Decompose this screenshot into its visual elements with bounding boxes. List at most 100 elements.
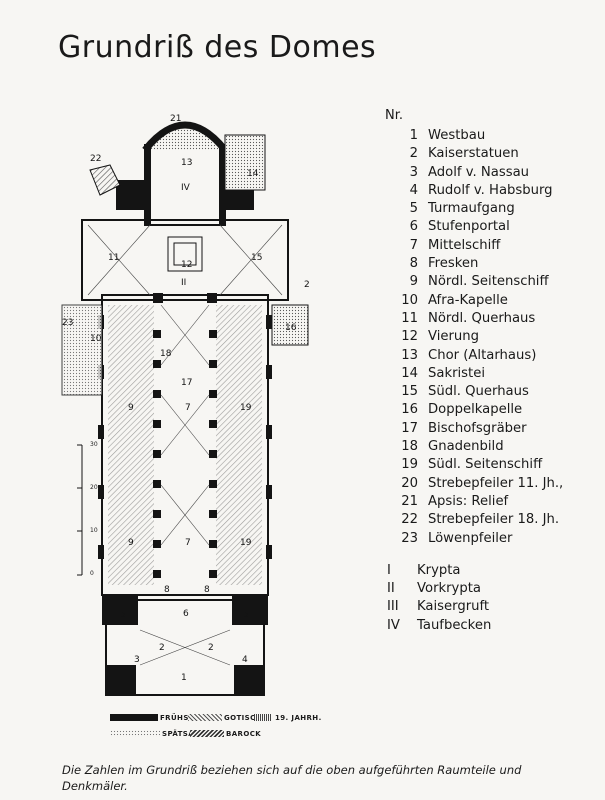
svg-text:14: 14 (247, 169, 259, 179)
legend-item-number: 7 (409, 237, 418, 253)
legend-item-number: 13 (401, 347, 418, 363)
svg-text:19: 19 (240, 403, 252, 413)
svg-text:7: 7 (185, 538, 191, 548)
legend-item: 10 Afra-Kapelle (385, 292, 595, 310)
svg-text:IV: IV (181, 183, 191, 193)
legend-roman-number: III (387, 599, 399, 615)
svg-text:15: 15 (251, 253, 262, 263)
legend-item-label: Bischofsgräber (428, 420, 527, 436)
svg-text:2: 2 (208, 643, 214, 653)
legend-item-label: Nördl. Seitenschiff (428, 274, 549, 290)
legend-item-number: 12 (401, 329, 418, 345)
key-label-barock: BAROCK (226, 730, 262, 738)
legend-item-label: Nördl. Querhaus (428, 310, 536, 326)
legend-item: 9 Nördl. Seitenschiff (385, 273, 595, 291)
legend-item-number: 10 (401, 292, 418, 308)
legend-item-number: 21 (401, 493, 418, 509)
legend-item: 11 Nördl. Querhaus (385, 310, 595, 328)
svg-text:19: 19 (240, 538, 252, 548)
key-swatch-fruehsal (110, 714, 158, 721)
legend-item-label: Südl. Seitenschiff (428, 457, 543, 473)
legend-item-label: Mittelschiff (428, 237, 501, 253)
legend-item-number: 4 (409, 182, 418, 198)
legend-item-number: 20 (401, 475, 418, 491)
legend-item-number: 19 (401, 457, 418, 473)
svg-text:3: 3 (134, 655, 140, 665)
scale-tick: 30 (90, 441, 98, 448)
svg-text:4: 4 (242, 655, 248, 665)
svg-text:7: 7 (185, 403, 191, 413)
legend-item: 21 Apsis: Relief (385, 493, 595, 511)
svg-text:23: 23 (62, 318, 73, 328)
legend-item-label: Chor (Altarhaus) (428, 347, 537, 363)
svg-text:II: II (181, 278, 186, 288)
legend-item-label: Fresken (428, 256, 479, 272)
key-label-gotisch: GOTISCH (224, 714, 262, 722)
legend-item: 19 Südl. Seitenschiff (385, 456, 595, 474)
legend-roman-number: I (387, 562, 391, 578)
svg-text:11: 11 (108, 253, 119, 263)
legend-item-number: 2 (409, 146, 418, 162)
svg-text:6: 6 (183, 609, 189, 619)
legend-item: 16 Doppelkapelle (385, 401, 595, 419)
legend-item-number: 5 (409, 201, 418, 217)
legend-item: 13 Chor (Altarhaus) (385, 347, 595, 365)
legend-roman-label: Kaisergruft (417, 599, 490, 615)
svg-text:5: 5 (243, 610, 249, 620)
legend-item-number: 1 (409, 128, 418, 143)
key-label-19-jahrh: 19. JAHRH. (275, 714, 322, 722)
legend-item: 7 Mittelschiff (385, 237, 595, 255)
svg-text:5: 5 (120, 610, 126, 620)
legend-item-number: 16 (401, 402, 418, 418)
svg-text:2: 2 (159, 643, 165, 653)
key-swatch-gotisch (188, 714, 222, 721)
svg-text:20: 20 (304, 280, 310, 290)
legend-roman-label: Krypta (417, 562, 461, 578)
legend-item-label: Afra-Kapelle (428, 292, 508, 308)
legend-item-label: Stufenportal (428, 219, 510, 235)
legend-item-number: 23 (401, 530, 418, 546)
svg-text:9: 9 (128, 538, 134, 548)
legend-item-label: Sakristei (428, 365, 485, 381)
legend-roman-label: Vorkrypta (417, 581, 481, 597)
legend-item-number: 11 (401, 310, 418, 326)
svg-text:13: 13 (181, 158, 192, 168)
legend-item-label: Kaiserstatuen (428, 146, 519, 162)
legend-item-label: Apsis: Relief (428, 493, 509, 509)
legend-item-number: 9 (409, 274, 418, 290)
scale-tick: 10 (90, 527, 98, 534)
legend-item-label: Doppelkapelle (428, 402, 523, 418)
svg-text:12: 12 (181, 260, 192, 270)
scale-tick: 20 (90, 484, 98, 491)
legend-roman-number: IV (387, 617, 400, 633)
page-title: Grundriß des Domes (58, 30, 377, 65)
legend-item-number: 22 (401, 512, 418, 528)
legend-item-label: Strebepfeiler 18. Jh. (428, 512, 560, 528)
legend-item-number: 3 (409, 164, 418, 180)
legend-item-label: Vierung (428, 329, 480, 345)
legend-item-number: 15 (401, 384, 418, 400)
svg-text:16: 16 (285, 323, 297, 333)
svg-text:17: 17 (181, 378, 192, 388)
legend-item-number: 18 (401, 439, 418, 455)
legend-item: 22 Strebepfeiler 18. Jh. (385, 511, 595, 529)
legend-roman-item: III Kaisergruft (385, 598, 595, 616)
legend-item: 12 Vierung (385, 328, 595, 346)
key-swatch-barock (190, 730, 224, 737)
svg-text:22: 22 (90, 154, 101, 164)
svg-text:8: 8 (204, 585, 210, 595)
legend-item-label: Löwenpfeiler (428, 530, 513, 546)
caption: Die Zahlen im Grundriß beziehen sich auf… (62, 763, 522, 793)
